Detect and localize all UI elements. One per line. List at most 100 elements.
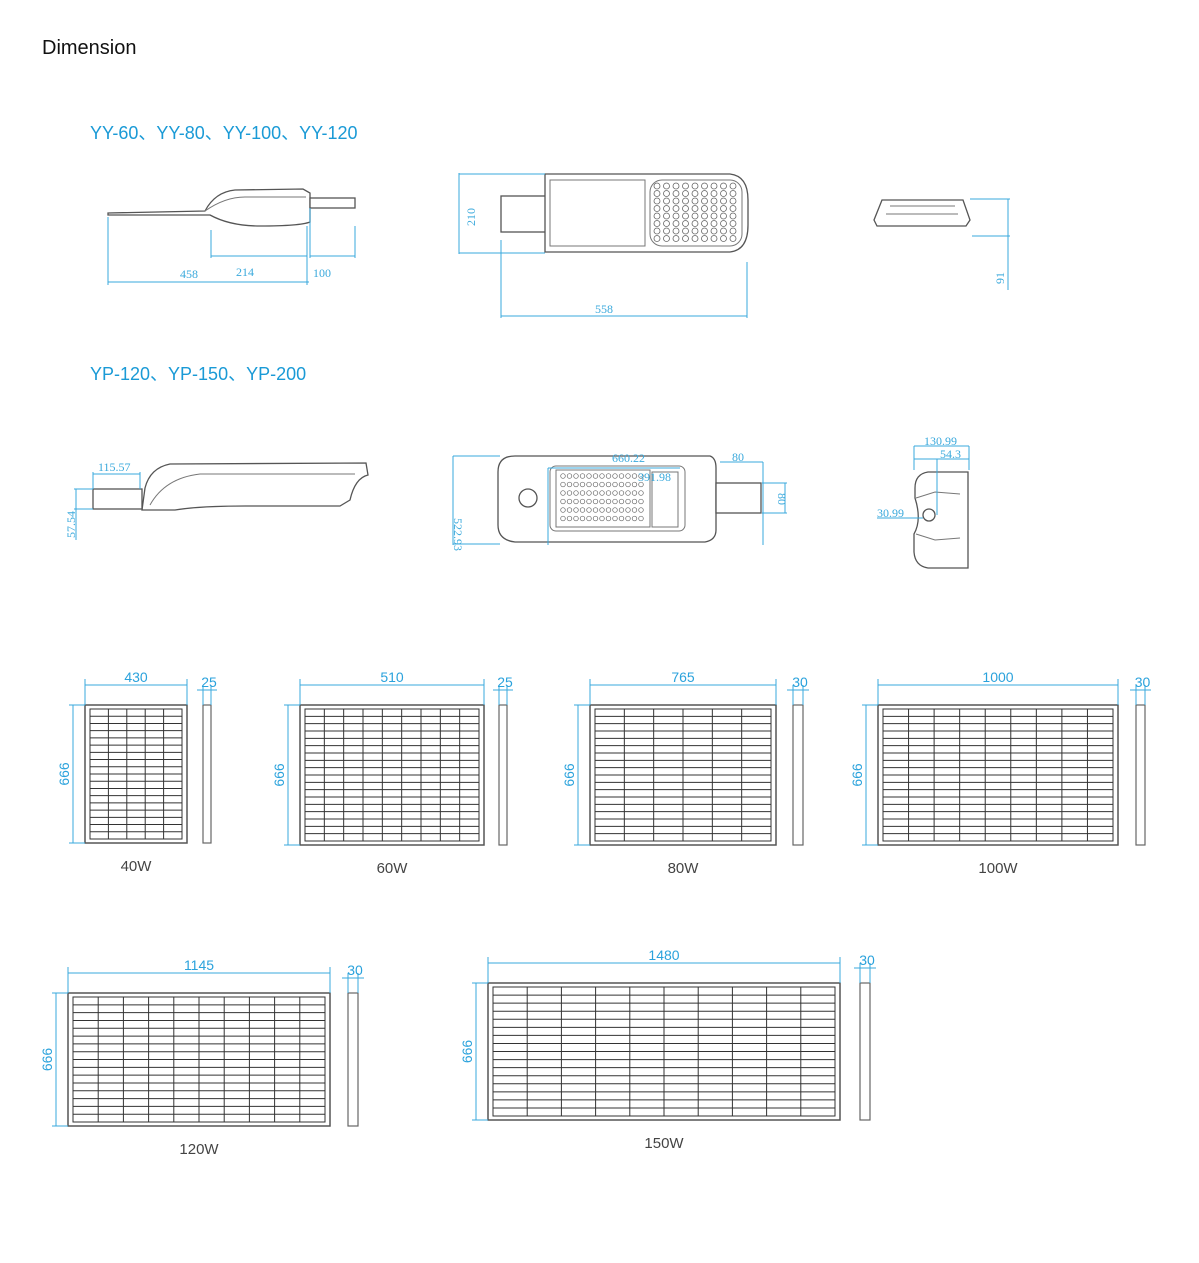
led-dot [599,498,605,505]
led-dot [638,507,644,513]
yp-end-offset-dim: 54.3 [940,447,961,461]
led-dot [586,507,592,513]
yp-top-arm-width-dim: 80 [775,493,789,505]
panel-thickness-dim: 30 [792,674,808,690]
page-title: Dimension [42,37,136,59]
led-dot [653,197,661,205]
led-dot [653,205,661,212]
led-dot [605,515,612,522]
led-dot [682,197,689,205]
led-dot [579,515,586,522]
led-dot [586,481,592,488]
led-dot [586,490,592,496]
panel-height-dim: 666 [561,763,577,787]
led-dot [729,227,737,235]
led-dot [710,205,718,212]
led-dot [631,481,638,488]
led-dot [573,507,579,513]
panel-side-view [1135,704,1146,846]
led-dot [573,498,579,505]
panel-side-view [792,704,804,846]
led-dot [631,507,638,513]
led-dot [701,205,708,212]
led-dot [663,182,670,190]
panel-thickness-dim: 30 [1135,674,1151,690]
yp-top-panel-length-dim: 391.98 [638,470,671,484]
yy-series-heading: YY-60、YY-80、YY-100、YY-120 [90,123,358,143]
yp-series-heading: YP-120、YP-150、YP-200 [90,364,306,384]
led-dot [682,182,689,190]
led-dot [682,205,689,212]
led-dot [573,515,579,522]
led-dot [618,473,625,479]
led-dot [631,515,638,522]
led-dot [682,212,689,220]
yy-top-view: 210 558 [458,173,749,318]
led-dot [663,227,670,235]
led-dot [729,182,737,190]
led-dot [691,182,699,190]
led-dot [566,515,573,522]
led-dot [729,190,737,197]
led-dot [560,481,566,488]
panel-height-dim: 666 [271,763,287,787]
panel-wattage-label: 150W [644,1135,684,1152]
led-dot [691,197,699,205]
led-dot [573,490,579,496]
led-dot [638,481,644,488]
led-dot [638,515,644,522]
led-dot [599,473,605,479]
led-dot [579,507,586,513]
led-dot [672,235,680,242]
led-dot [560,515,566,522]
led-dot [729,212,737,220]
led-dot [682,190,689,197]
led-dot [625,515,631,522]
panel-width-dim: 1145 [184,957,214,973]
led-dot [701,197,708,205]
led-dot [710,235,718,242]
yy-side-arm-dim: 100 [313,266,331,280]
led-dot [612,515,618,522]
led-dot [625,498,631,505]
led-dot [682,220,689,227]
led-dot [625,507,631,513]
led-dot [612,498,618,505]
led-dot [710,227,718,235]
led-dot [566,481,573,488]
led-dot [720,205,727,212]
led-dot [672,197,680,205]
panel-wattage-label: 80W [668,860,700,877]
yy-side-body-dim: 214 [236,265,254,279]
led-dot [560,498,566,505]
led-dot [586,473,592,479]
led-dot [691,220,699,227]
led-dot [631,490,638,496]
yy-side-view: 458 214 100 [107,188,356,285]
led-dot [618,498,625,505]
led-dot [710,182,718,190]
yy-end-view: 91 [873,198,1010,290]
panel-width-dim: 765 [671,669,695,685]
led-dot [605,498,612,505]
panel-wattage-label: 40W [121,858,153,875]
panel-height-dim: 666 [849,763,865,787]
led-dot [672,227,680,235]
led-dot [573,481,579,488]
led-dot [586,498,592,505]
led-dot [710,212,718,220]
led-dot [592,473,599,479]
yp-side-view: 115.57 57.54 [64,460,369,540]
led-dot [566,473,573,479]
led-dot [720,227,727,235]
led-dot [710,220,718,227]
led-dot [653,182,661,190]
led-dot [592,498,599,505]
led-dot [729,235,737,242]
led-dot [701,182,708,190]
led-dot [592,515,599,522]
